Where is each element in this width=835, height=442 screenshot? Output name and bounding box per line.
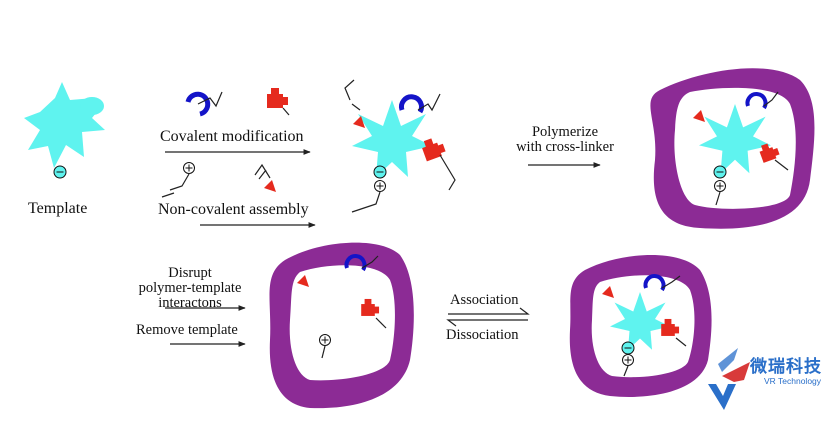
red-arrow-monomer-icon [254,163,276,192]
covalent-modification-label: Covalent modification [160,128,304,145]
positive-monomer-icon [161,162,195,198]
complex-covalent-monomer-icon [399,93,441,114]
logo-cn-text: 微瑞科技 [750,357,822,377]
association-label: Association [450,292,519,308]
disrupt-line2: polymer-template [138,280,242,296]
logo-en-text: VR Technology [764,376,822,386]
template-molecule [24,82,105,168]
vr-technology-logo: 微瑞科技 VR Technology [706,346,830,416]
equilibrium-arrows [446,307,530,327]
polymerize-label: Polymerize with cross-linker [500,125,630,155]
vr-logo-mark [708,348,750,410]
red-monomer-icon [267,88,290,116]
complex-negative-icon [373,165,387,179]
polymerize-line2: with cross-linker [516,139,614,155]
polymer-with-template [650,68,815,229]
dissociation-label: Dissociation [446,327,519,343]
polymerize-line1: Polymerize [531,124,599,140]
polymer-empty-cavity [269,242,414,409]
remove-template-label: Remove template [136,322,238,338]
complex-positive-icon [374,180,386,192]
complex-arrow-monomer-icon [344,79,365,128]
noncovalent-assembly-label: Non-covalent assembly [158,201,309,218]
disrupt-line3: interactons [158,295,222,311]
negative-charge-icon [53,165,67,179]
disrupt-line1: Disrupt [168,265,212,281]
complex-red-monomer-icon [420,135,447,162]
covalent-monomer-icon [185,91,223,117]
disrupt-label: Disrupt polymer-template interactons [125,266,255,311]
template-label: Template [28,200,88,217]
polymer-rebound [569,254,712,397]
